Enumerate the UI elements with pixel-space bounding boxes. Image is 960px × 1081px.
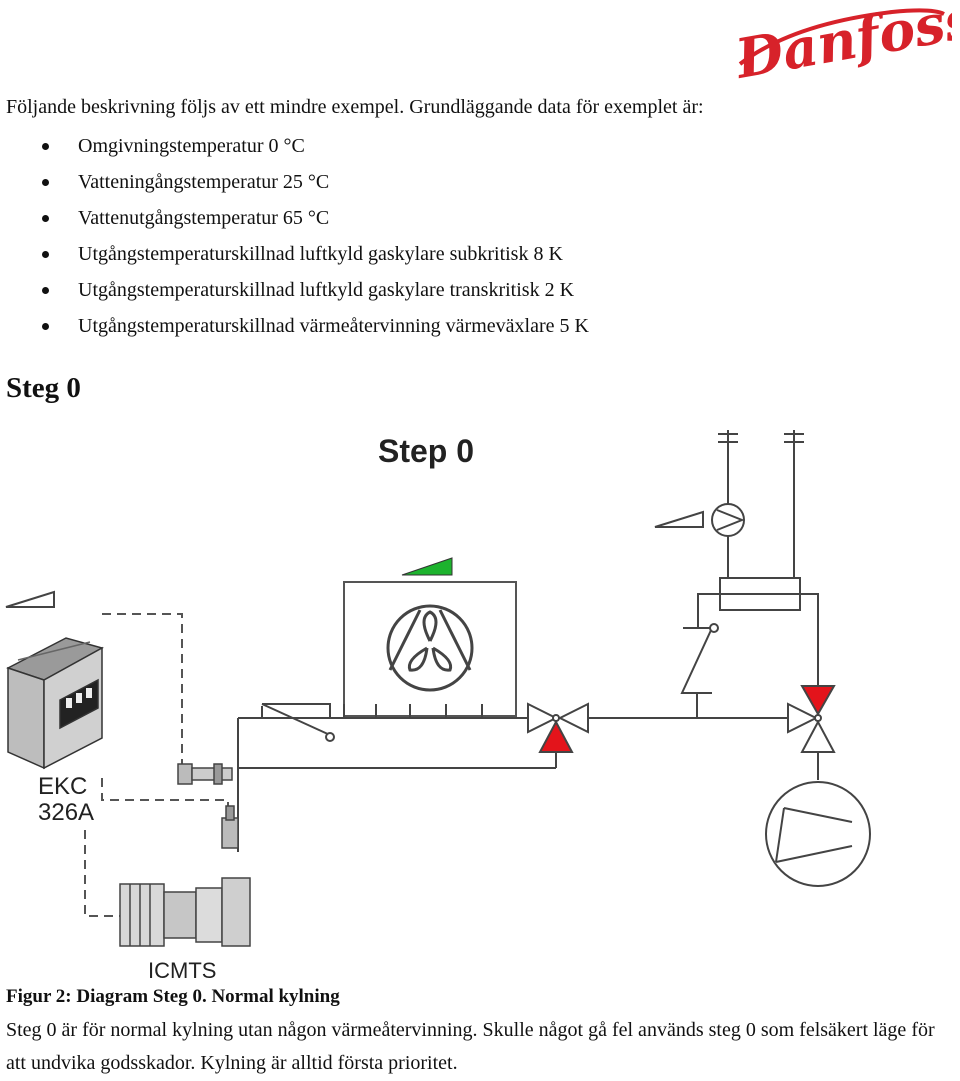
controller-label: EKC xyxy=(38,773,87,800)
data-list: Omgivningstemperatur 0 °C Vatteningångst… xyxy=(0,130,589,346)
pressure-transmitter xyxy=(221,805,239,849)
logo-text: Danfoss xyxy=(732,4,952,91)
figure-caption: Figur 2: Diagram Steg 0. Normal kylning xyxy=(6,986,340,1007)
list-item: Vatteningångstemperatur 25 °C xyxy=(0,166,589,202)
fan-speed-indicator xyxy=(401,557,453,576)
section-heading: Steg 0 xyxy=(6,372,81,404)
controller-indicator xyxy=(5,590,55,608)
ekc-controller xyxy=(6,637,104,770)
controller-label: 326A xyxy=(38,799,94,826)
gas-cooler xyxy=(343,581,517,717)
diagram-title: Step 0 xyxy=(378,433,474,469)
list-item: Vattenutgångstemperatur 65 °C xyxy=(0,202,589,238)
body-paragraph: Steg 0 är för normal kylning utan någon … xyxy=(6,1019,935,1074)
list-item: Utgångstemperaturskillnad värmeåtervinni… xyxy=(0,310,589,346)
list-item: Omgivningstemperatur 0 °C xyxy=(0,130,589,166)
three-way-valve xyxy=(787,685,836,753)
valve-label: ICMTS xyxy=(148,958,216,983)
step-0-diagram: Step 0 xyxy=(5,430,871,983)
temperature-sensor xyxy=(177,763,233,785)
pump-indicator xyxy=(654,510,704,528)
three-way-valve xyxy=(527,702,589,753)
list-item: Utgångstemperaturskillnad luftkyld gasky… xyxy=(0,274,589,310)
icmts-valve xyxy=(119,877,251,947)
compressor xyxy=(765,781,871,887)
list-item: Utgångstemperaturskillnad luftkyld gasky… xyxy=(0,238,589,274)
intro-text: Följande beskrivning följs av ett mindre… xyxy=(6,96,704,118)
danfoss-logo: Danfoss xyxy=(732,4,952,91)
water-pipes xyxy=(711,430,804,578)
